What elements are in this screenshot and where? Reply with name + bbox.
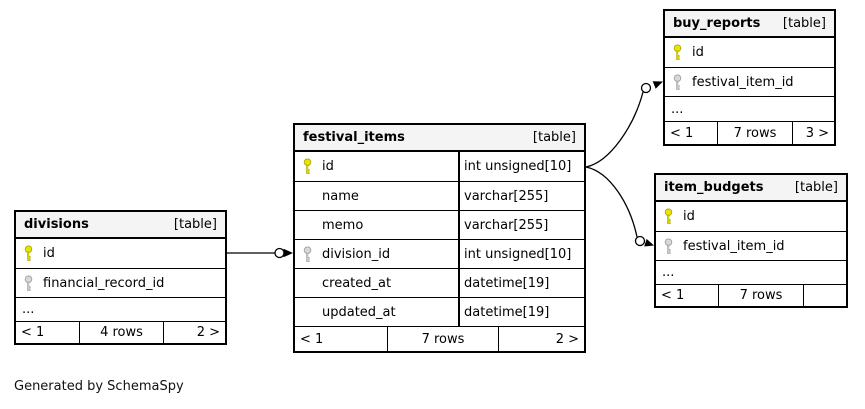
column-name: id xyxy=(43,246,55,261)
column-row-division-id: division_id int unsigned[10] xyxy=(295,239,584,268)
column-type: varchar[255] xyxy=(458,182,584,210)
no-key-spacer xyxy=(302,188,314,205)
table-node-divisions[interactable]: divisions [table] id financial_record_id… xyxy=(14,210,227,345)
column-type: varchar[255] xyxy=(458,211,584,239)
no-key-spacer xyxy=(302,304,314,321)
column-row-id: id int unsigned[10] xyxy=(295,152,584,181)
table-type-tag: [table] xyxy=(794,180,838,195)
parents-count: < 1 xyxy=(661,288,685,303)
column-name: memo xyxy=(322,217,364,233)
table-node-buy-reports[interactable]: buy_reports [table] id festival_item_id … xyxy=(663,9,836,146)
no-key-spacer xyxy=(302,275,314,292)
foreign-key-icon xyxy=(672,73,684,91)
parents-count: < 1 xyxy=(670,125,694,141)
row-count: 7 rows xyxy=(387,327,498,351)
foreign-key-icon xyxy=(663,237,675,255)
column-name: festival_item_id xyxy=(683,238,785,254)
column-row-id: id xyxy=(656,202,846,231)
column-name: division_id xyxy=(322,246,391,262)
column-name: id xyxy=(322,159,334,174)
table-header[interactable]: festival_items [table] xyxy=(295,125,584,152)
primary-key-icon xyxy=(302,158,314,175)
table-name: divisions xyxy=(24,217,89,232)
table-header[interactable]: buy_reports [table] xyxy=(665,11,834,38)
table-header[interactable]: item_budgets [table] xyxy=(656,175,846,202)
row-count: 7 rows xyxy=(717,122,792,144)
column-row-created-at: created_at datetime[19] xyxy=(295,268,584,297)
column-row-financial-record-id: financial_record_id xyxy=(16,268,225,297)
table-node-item-budgets[interactable]: item_budgets [table] id festival_item_id… xyxy=(654,173,848,308)
column-row-festival-item-id: festival_item_id xyxy=(665,67,834,96)
column-row-festival-item-id: festival_item_id xyxy=(656,231,846,260)
column-row-name: name varchar[255] xyxy=(295,181,584,210)
column-row-updated-at: updated_at datetime[19] xyxy=(295,297,584,326)
parents-count: < 1 xyxy=(300,331,324,347)
column-name: created_at xyxy=(322,275,392,291)
column-name: id xyxy=(683,209,695,224)
generator-note: Generated by SchemaSpy xyxy=(14,379,184,394)
children-count: 3 > xyxy=(792,122,834,144)
column-type: datetime[19] xyxy=(458,269,584,297)
children-count: 2 > xyxy=(498,327,584,351)
table-node-festival-items[interactable]: festival_items [table] id int unsigned[1… xyxy=(293,123,586,353)
table-type-tag: [table] xyxy=(782,16,826,31)
column-row-id: id xyxy=(16,239,225,268)
table-footer: < 1 4 rows 2 > xyxy=(16,321,225,343)
column-name: festival_item_id xyxy=(692,74,794,90)
column-name: id xyxy=(692,45,704,60)
more-columns-ellipsis: ... xyxy=(16,297,225,321)
primary-key-icon xyxy=(23,245,35,262)
table-type-tag: [table] xyxy=(532,130,576,145)
primary-key-icon xyxy=(672,44,684,61)
column-name: updated_at xyxy=(322,304,396,320)
relation-festival-items-to-buy-reports xyxy=(585,81,663,168)
relation-divisions-to-festival-items xyxy=(227,247,293,259)
table-name: festival_items xyxy=(303,130,405,145)
column-row-memo: memo varchar[255] xyxy=(295,210,584,239)
relation-festival-items-to-item-budgets xyxy=(585,166,654,247)
table-type-tag: [table] xyxy=(173,217,217,232)
column-name: financial_record_id xyxy=(43,275,165,291)
column-type: int unsigned[10] xyxy=(458,240,584,268)
table-footer: < 1 7 rows xyxy=(656,284,846,306)
table-header[interactable]: divisions [table] xyxy=(16,212,225,239)
more-columns-ellipsis: ... xyxy=(656,260,846,284)
foreign-key-icon xyxy=(302,245,314,263)
column-type: int unsigned[10] xyxy=(458,152,584,181)
children-count: 2 > xyxy=(163,322,225,343)
more-columns-ellipsis: ... xyxy=(665,96,834,121)
table-name: item_budgets xyxy=(664,180,764,195)
column-type: datetime[19] xyxy=(458,298,584,326)
column-name: name xyxy=(322,188,359,204)
row-count: 7 rows xyxy=(718,285,803,306)
no-key-spacer xyxy=(302,217,314,234)
table-name: buy_reports xyxy=(673,16,761,31)
column-row-id: id xyxy=(665,38,834,67)
table-footer: < 1 7 rows 2 > xyxy=(295,326,584,351)
children-count xyxy=(803,285,846,306)
primary-key-icon xyxy=(663,208,675,225)
parents-count: < 1 xyxy=(21,325,45,340)
foreign-key-icon xyxy=(23,274,35,292)
row-count: 4 rows xyxy=(79,322,163,343)
table-footer: < 1 7 rows 3 > xyxy=(665,121,834,144)
